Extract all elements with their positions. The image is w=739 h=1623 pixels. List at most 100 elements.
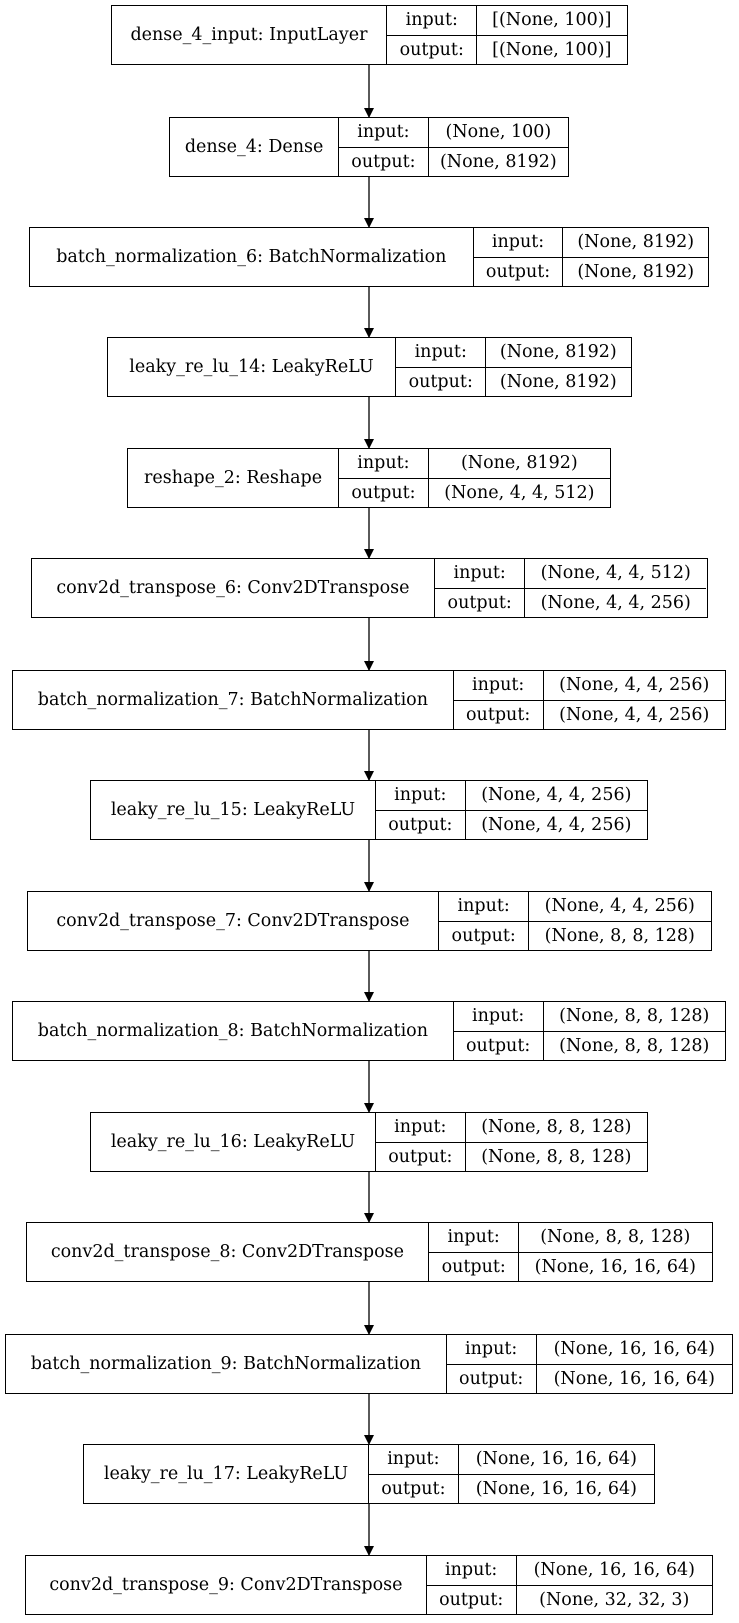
output-label: output: [459,1368,524,1389]
layer-node: leaky_re_lu_14: LeakyReLU input: output:… [106,337,632,397]
input-label: input: [446,1335,536,1365]
layer-name: leaky_re_lu_17: LeakyReLU [84,1445,369,1503]
io-labels: input: output: [435,559,526,617]
output-shape: (None, 16, 16, 64) [553,1368,715,1389]
io-values: [(None, 100)] [(None, 100)] [477,6,627,64]
io-labels: input: output: [439,892,530,950]
io-values: (None, 8192) (None, 8192) [563,228,708,286]
io-labels: input: output: [375,781,466,839]
output-shape: (None, 8192) [439,151,557,172]
input-shape: (None, 4, 4, 256) [465,781,647,811]
layer-name: batch_normalization_8: BatchNormalizatio… [13,1002,454,1060]
io-values: (None, 16, 16, 64) (None, 16, 16, 64) [536,1335,732,1393]
input-label: input: [435,559,525,589]
input-shape: (None, 8192) [563,228,708,258]
input-shape: (None, 8, 8, 128) [519,1223,712,1253]
output-label: output: [408,371,473,392]
output-label: output: [466,1035,531,1056]
input-shape: (None, 4, 4, 512) [525,559,707,589]
io-values: (None, 8, 8, 128) (None, 8, 8, 128) [465,1113,647,1171]
layer-name: batch_normalization_7: BatchNormalizatio… [13,671,454,729]
output-shape: (None, 8, 8, 128) [481,1146,632,1167]
input-shape: (None, 4, 4, 256) [543,671,725,701]
output-shape: (None, 8192) [499,371,617,392]
layer-node: leaky_re_lu_17: LeakyReLU input: output:… [83,1444,655,1504]
output-shape: (None, 16, 16, 64) [534,1256,696,1277]
output-label: output: [381,1478,446,1499]
io-labels: input: output: [396,338,487,396]
input-shape: (None, 16, 16, 64) [536,1335,732,1365]
input-shape: [(None, 100)] [477,6,627,36]
io-values: (None, 8, 8, 128) (None, 16, 16, 64) [519,1223,712,1281]
layer-name: conv2d_transpose_6: Conv2DTranspose [32,559,436,617]
layer-name: conv2d_transpose_7: Conv2DTranspose [28,892,440,950]
output-shape: [(None, 100)] [492,39,612,60]
input-shape: (None, 8192) [428,449,610,479]
input-label: input: [439,892,529,922]
layer-name: conv2d_transpose_8: Conv2DTranspose [27,1223,430,1281]
input-label: input: [453,671,543,701]
output-label: output: [441,1256,506,1277]
input-shape: (None, 8, 8, 128) [465,1113,647,1143]
layer-node: batch_normalization_9: BatchNormalizatio… [5,1334,733,1394]
layer-node: conv2d_transpose_9: Conv2DTranspose inpu… [25,1555,713,1615]
layer-name: leaky_re_lu_14: LeakyReLU [108,338,397,396]
input-label: input: [339,118,428,148]
io-labels: input: output: [429,1223,520,1281]
io-labels: input: output: [375,1113,466,1171]
layer-node: reshape_2: Reshape input: output: (None,… [127,448,611,508]
input-label: input: [369,1445,458,1475]
output-shape: (None, 4, 4, 256) [481,814,632,835]
input-label: input: [396,338,486,368]
layer-name: batch_normalization_9: BatchNormalizatio… [6,1335,447,1393]
input-label: input: [339,449,428,479]
layer-node: dense_4: Dense input: output: (None, 100… [169,117,569,177]
io-values: (None, 8192) (None, 8192) [486,338,631,396]
layer-node: leaky_re_lu_16: LeakyReLU input: output:… [90,1112,648,1172]
io-labels: input: output: [453,1002,544,1060]
layer-name: leaky_re_lu_15: LeakyReLU [91,781,376,839]
layer-node: conv2d_transpose_8: Conv2DTranspose inpu… [25,1222,713,1282]
input-shape: (None, 100) [428,118,568,148]
io-values: (None, 4, 4, 256) (None, 4, 4, 256) [543,671,725,729]
io-labels: input: output: [473,228,564,286]
input-label: input: [473,228,563,258]
layer-node: leaky_re_lu_15: LeakyReLU input: output:… [90,780,648,840]
input-label: input: [426,1556,516,1586]
output-shape: (None, 32, 32, 3) [539,1589,690,1610]
io-labels: input: output: [446,1335,537,1393]
input-label: input: [375,781,465,811]
output-label: output: [351,151,416,172]
io-values: (None, 4, 4, 512) (None, 4, 4, 256) [525,559,707,617]
io-labels: input: output: [387,6,478,64]
io-values: (None, 16, 16, 64) (None, 16, 16, 64) [458,1445,654,1503]
io-labels: input: output: [369,1445,459,1503]
input-label: input: [387,6,477,36]
output-label: output: [388,814,453,835]
layer-name: dense_4_input: InputLayer [112,6,388,64]
layer-name: dense_4: Dense [170,118,340,176]
io-labels: input: output: [426,1556,517,1614]
output-label: output: [399,39,464,60]
output-label: output: [439,1589,504,1610]
input-label: input: [429,1223,519,1253]
output-shape: (None, 4, 4, 256) [540,592,691,613]
input-shape: (None, 4, 4, 256) [529,892,711,922]
layer-name: reshape_2: Reshape [128,449,340,507]
output-label: output: [451,925,516,946]
layer-node: conv2d_transpose_6: Conv2DTranspose inpu… [30,558,708,618]
output-shape: (None, 8, 8, 128) [544,925,695,946]
io-values: (None, 16, 16, 64) (None, 32, 32, 3) [516,1556,712,1614]
io-values: (None, 100) (None, 8192) [428,118,568,176]
output-label: output: [351,482,416,503]
layer-name: leaky_re_lu_16: LeakyReLU [91,1113,376,1171]
output-shape: (None, 4, 4, 512) [444,482,595,503]
layer-name: conv2d_transpose_9: Conv2DTranspose [26,1556,427,1614]
input-label: input: [453,1002,543,1032]
output-shape: (None, 4, 4, 256) [559,704,710,725]
input-shape: (None, 8192) [486,338,631,368]
layer-node: batch_normalization_7: BatchNormalizatio… [12,670,726,730]
layer-node: conv2d_transpose_7: Conv2DTranspose inpu… [26,891,712,951]
layer-node: batch_normalization_8: BatchNormalizatio… [12,1001,726,1061]
io-values: (None, 8, 8, 128) (None, 8, 8, 128) [543,1002,725,1060]
